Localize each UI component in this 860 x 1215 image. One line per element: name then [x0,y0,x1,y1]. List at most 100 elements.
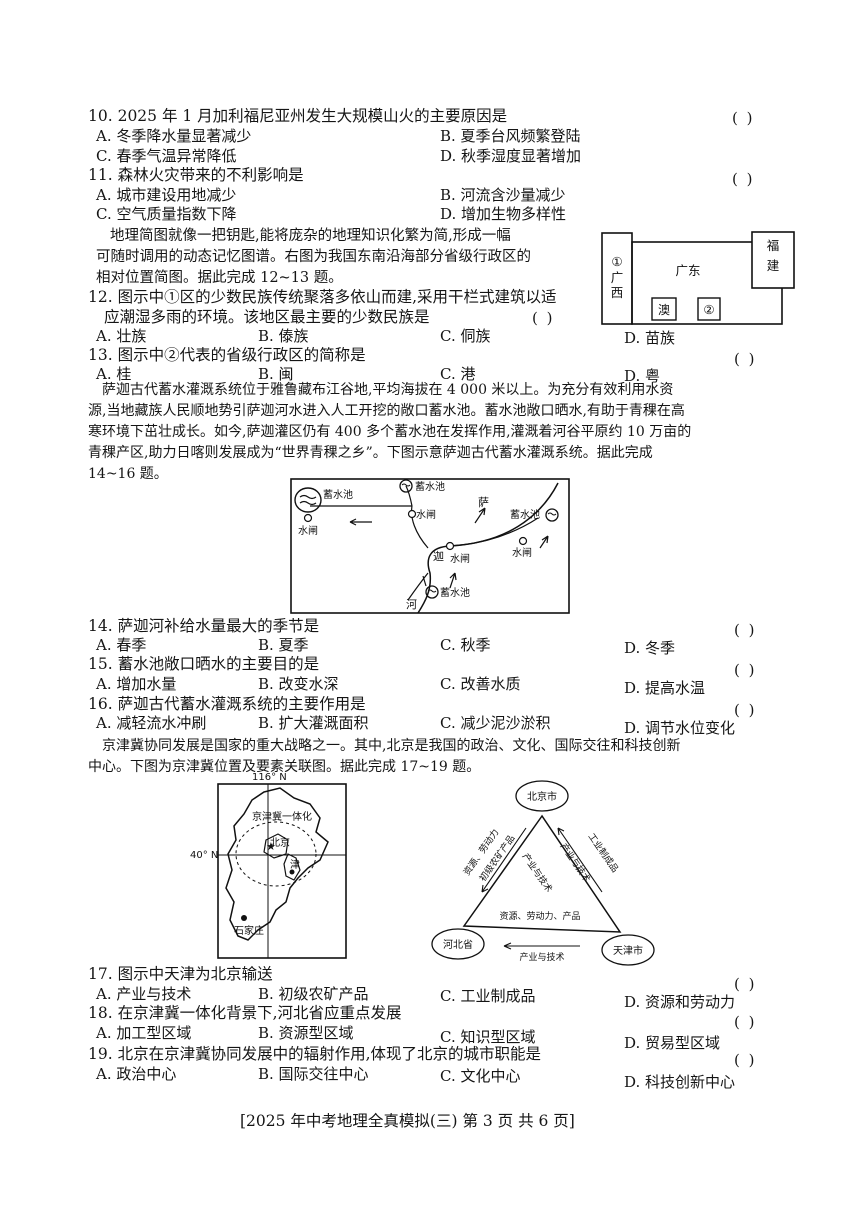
q13-option-a: A. 桂 [96,365,132,383]
box-2 [697,297,721,321]
q15-option-d: D. 提高水温 [624,679,706,697]
q10-answer-blank[interactable]: ( ) [732,109,755,127]
q14-option-a: A. 春季 [96,636,147,654]
guangdong-label: 广东 [675,263,700,278]
tianjin-outline [283,853,301,881]
saga-river [417,482,559,614]
reservoir-label-top: 蓄水池 [415,480,445,493]
q15-answer-blank[interactable]: ( ) [734,661,757,679]
hebei-node [431,928,485,960]
flow-arrow-up [449,572,457,589]
q13-stem: 13. 图示中②代表的省级行政区的简称是 [88,346,366,364]
tianjin-label: 津 [290,859,300,871]
flow-arrow-right [539,535,549,549]
tianjin-dot [289,869,295,875]
sluice-label-right: 水闸 [512,546,532,559]
q18-option-c: C. 知识型区域 [440,1028,536,1046]
sluice-label-mid: 水闸 [416,508,436,521]
river-label-sa: 萨 [478,496,489,509]
q12-answer-blank[interactable]: ( ) [532,309,555,327]
q12-option-d: D. 苗族 [624,329,676,347]
bottom-in-label: 资源、劳动力、产品 [499,910,580,922]
sluice-label-left: 水闸 [298,524,318,537]
passage-3: 京津冀协同发展是国家的重大战略之一。其中,北京是我国的政治、文化、国际交往和科技… [88,738,681,775]
svg-text:天津市: 天津市 [613,944,643,957]
q12-option-c: C. 侗族 [440,327,491,345]
longitude-label: 116° N [252,772,287,783]
beijing-node [515,780,569,812]
beijing-outline [263,833,289,859]
q15-option-c: C. 改善水质 [440,675,521,693]
beijing-star: ★ [266,840,276,853]
jjj-location-map: 116° N 40° N 京津冀一体化 ★ 北京 津 石家庄 [190,772,347,959]
flow-arrow-left [349,518,372,526]
beijing-label: 北京 [270,836,290,849]
hebei-outline [225,787,329,941]
diagram-frame [290,478,570,614]
q15-stem: 15. 蓄水池敞口晒水的主要目的是 [88,655,320,673]
sluice-icon-left [303,513,313,523]
q18-answer-blank[interactable]: ( ) [734,1013,757,1031]
reservoir-icon-bottom [425,585,439,599]
q14-option-c: C. 秋季 [440,636,491,654]
q17-answer-blank[interactable]: ( ) [734,975,757,993]
canal-upper [405,485,413,507]
q11-stem: 11. 森林火灾带来的不利影响是 [88,166,304,184]
jjj-relation-diagram: 北京市 河北省 天津市 资源、劳动力 初级农矿产品 产业与技术 产业与技术 工业… [431,780,655,966]
macau-label: 澳 [658,303,670,317]
q12-option-a: A. 壮族 [96,327,147,345]
shijiazhuang-label: 石家庄 [234,924,264,937]
svg-text:北京市: 北京市 [527,790,557,803]
irrigation-system-diagram: 蓄水池 水闸 蓄水池 水闸 萨 蓄水池 迦 水闸 水闸 蓄水池 河 [290,478,570,614]
q16-option-a: A. 减轻流水冲刷 [96,714,207,732]
shijiazhuang-dot [241,915,247,921]
q14-answer-blank[interactable]: ( ) [734,621,757,639]
sluice-icon-center [445,541,455,551]
q11-option-c: C. 空气质量指数下降 [96,205,237,223]
bottom-out-label: 产业与技术 [519,951,564,963]
q10-option-c: C. 春季气温异常降低 [96,147,237,165]
q18-option-d: D. 贸易型区域 [624,1034,721,1052]
q19-option-b: B. 国际交往中心 [258,1065,369,1083]
river-label-he: 河 [406,598,417,611]
q16-stem: 16. 萨迦古代蓄水灌溉系统的主要作用是 [88,695,366,713]
inner-right-label: 产业与技术 [558,841,594,885]
reservoir-icon-left [294,487,322,513]
q17-option-a: A. 产业与技术 [96,985,192,1003]
q17-stem: 17. 图示中天津为北京输送 [88,965,273,983]
fujian-label-1: 福 [767,238,780,253]
q16-answer-blank[interactable]: ( ) [734,701,757,719]
q13-answer-blank[interactable]: ( ) [734,350,757,368]
q16-option-b: B. 扩大灌溉面积 [258,714,369,732]
q17-option-b: B. 初级农矿产品 [258,985,369,1003]
flow-arrow-center [474,507,486,524]
q14-stem: 14. 萨迦河补给水量最大的季节是 [88,617,320,635]
q13-option-d: D. 粤 [624,367,661,385]
q14-option-d: D. 冬季 [624,639,676,657]
q19-option-c: C. 文化中心 [440,1067,521,1085]
reservoir-icon-top [399,479,413,493]
q12-stem-line-1: 12. 图示中①区的少数民族传统聚落多依山而建,采用干栏式建筑以适 [88,288,557,306]
q16-option-d: D. 调节水位变化 [624,719,736,737]
q19-option-d: D. 科技创新中心 [624,1073,736,1091]
q18-option-b: B. 资源型区域 [258,1024,354,1042]
passage-1: 地理简图就像一把钥匙,能将庞杂的地理知识化繁为简,形成一幅 可随时调用的动态记忆… [96,228,531,286]
sluice-icon-right [518,536,528,546]
q11-answer-blank[interactable]: ( ) [732,170,755,188]
map-frame [217,783,347,959]
q11-option-d: D. 增加生物多样性 [440,205,567,223]
q15-option-a: A. 增加水量 [96,675,177,693]
mark-2-label: ② [703,302,714,317]
right-out-label: 工业制成品 [586,831,622,875]
q19-answer-blank[interactable]: ( ) [734,1051,757,1069]
canal-left [410,505,429,549]
q12-option-b: B. 傣族 [258,327,309,345]
guangxi-label-2: 西 [611,285,624,300]
q14-option-b: B. 夏季 [258,636,309,654]
q19-option-a: A. 政治中心 [96,1065,177,1083]
region-label: 京津冀一体化 [252,810,312,823]
reservoir-label-right: 蓄水池 [510,508,540,521]
macau-box [651,297,677,321]
fujian-label-2: 建 [767,258,780,273]
q19-stem: 19. 北京在京津冀协同发展中的辐射作用,体现了北京的城市职能是 [88,1045,542,1063]
